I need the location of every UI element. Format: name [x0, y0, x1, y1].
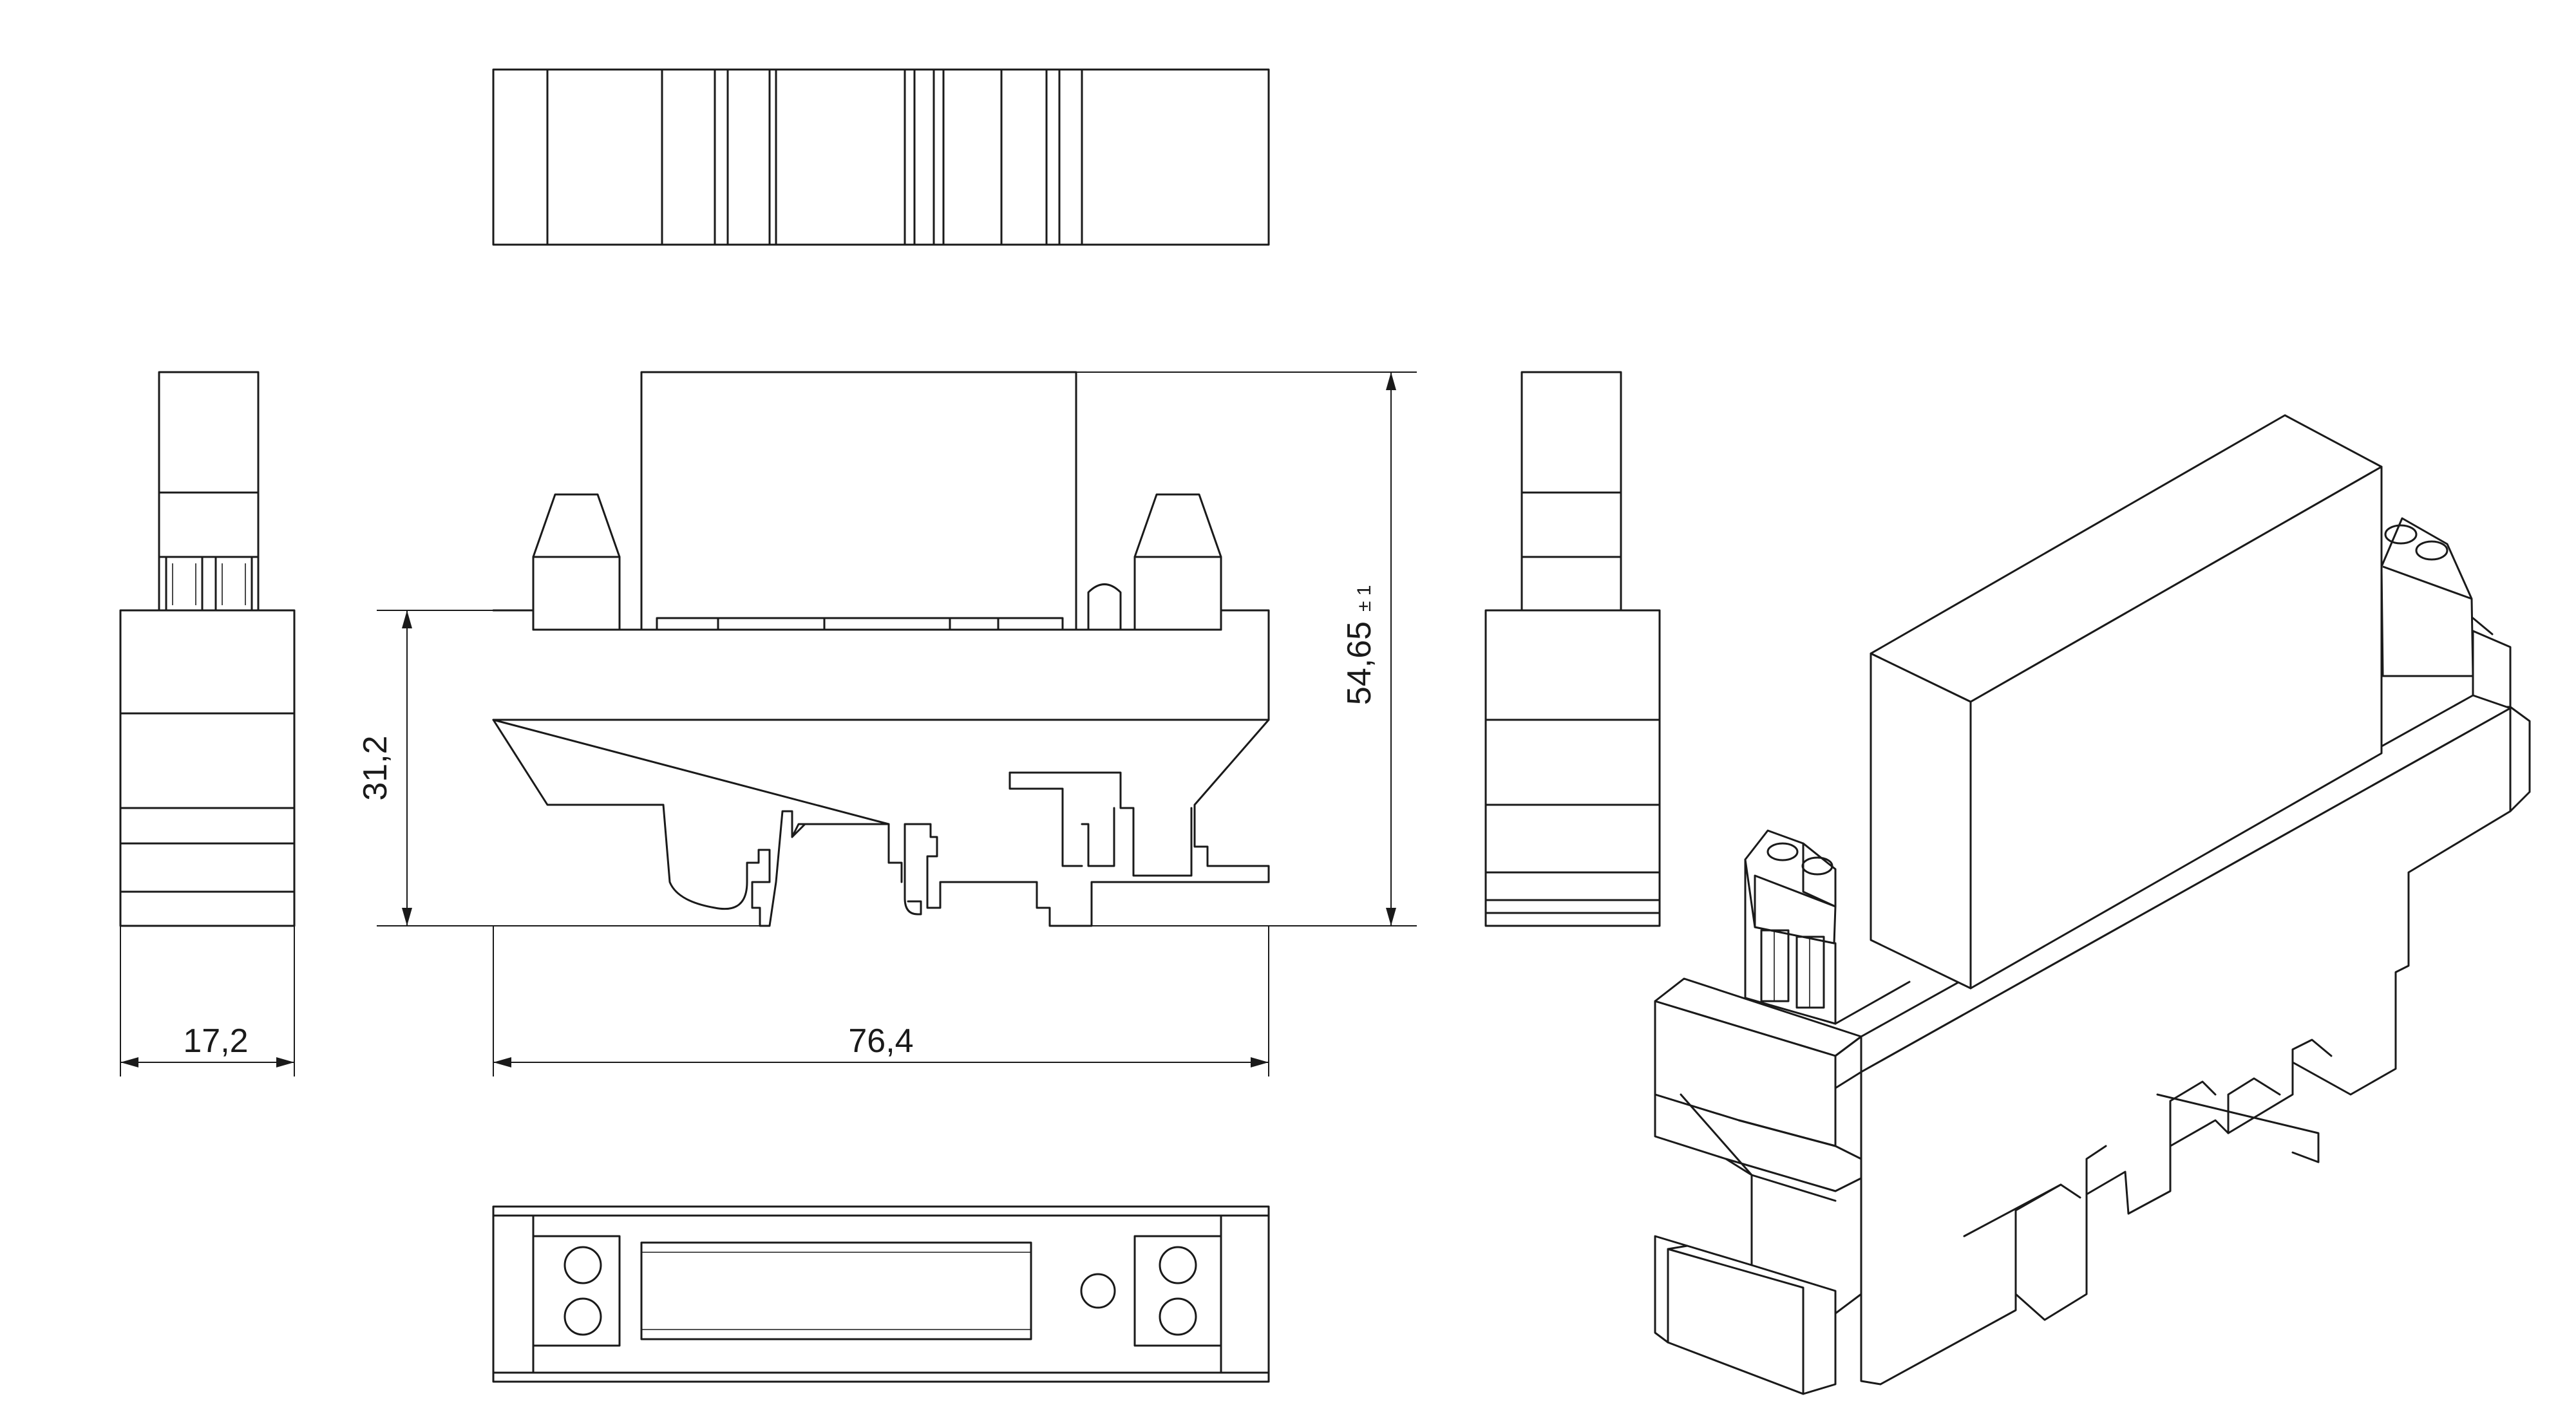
isometric-view: [1654, 414, 2531, 1395]
right-side-view: [1484, 371, 1661, 927]
dimension-width-front: 76,4: [848, 1022, 913, 1060]
front-view: [492, 371, 1270, 927]
dimension-width-side: 17,2: [183, 1022, 248, 1060]
bottom-view: [492, 1205, 1270, 1383]
left-side-view: [119, 371, 296, 927]
dimension-base-height: 31,2: [357, 735, 394, 800]
dimension-total-height-tolerance: ± 1: [1354, 585, 1375, 612]
top-view: [492, 68, 1270, 246]
dimension-lines: [120, 371, 1417, 1076]
dimension-total-height: 54,65: [1341, 621, 1378, 705]
